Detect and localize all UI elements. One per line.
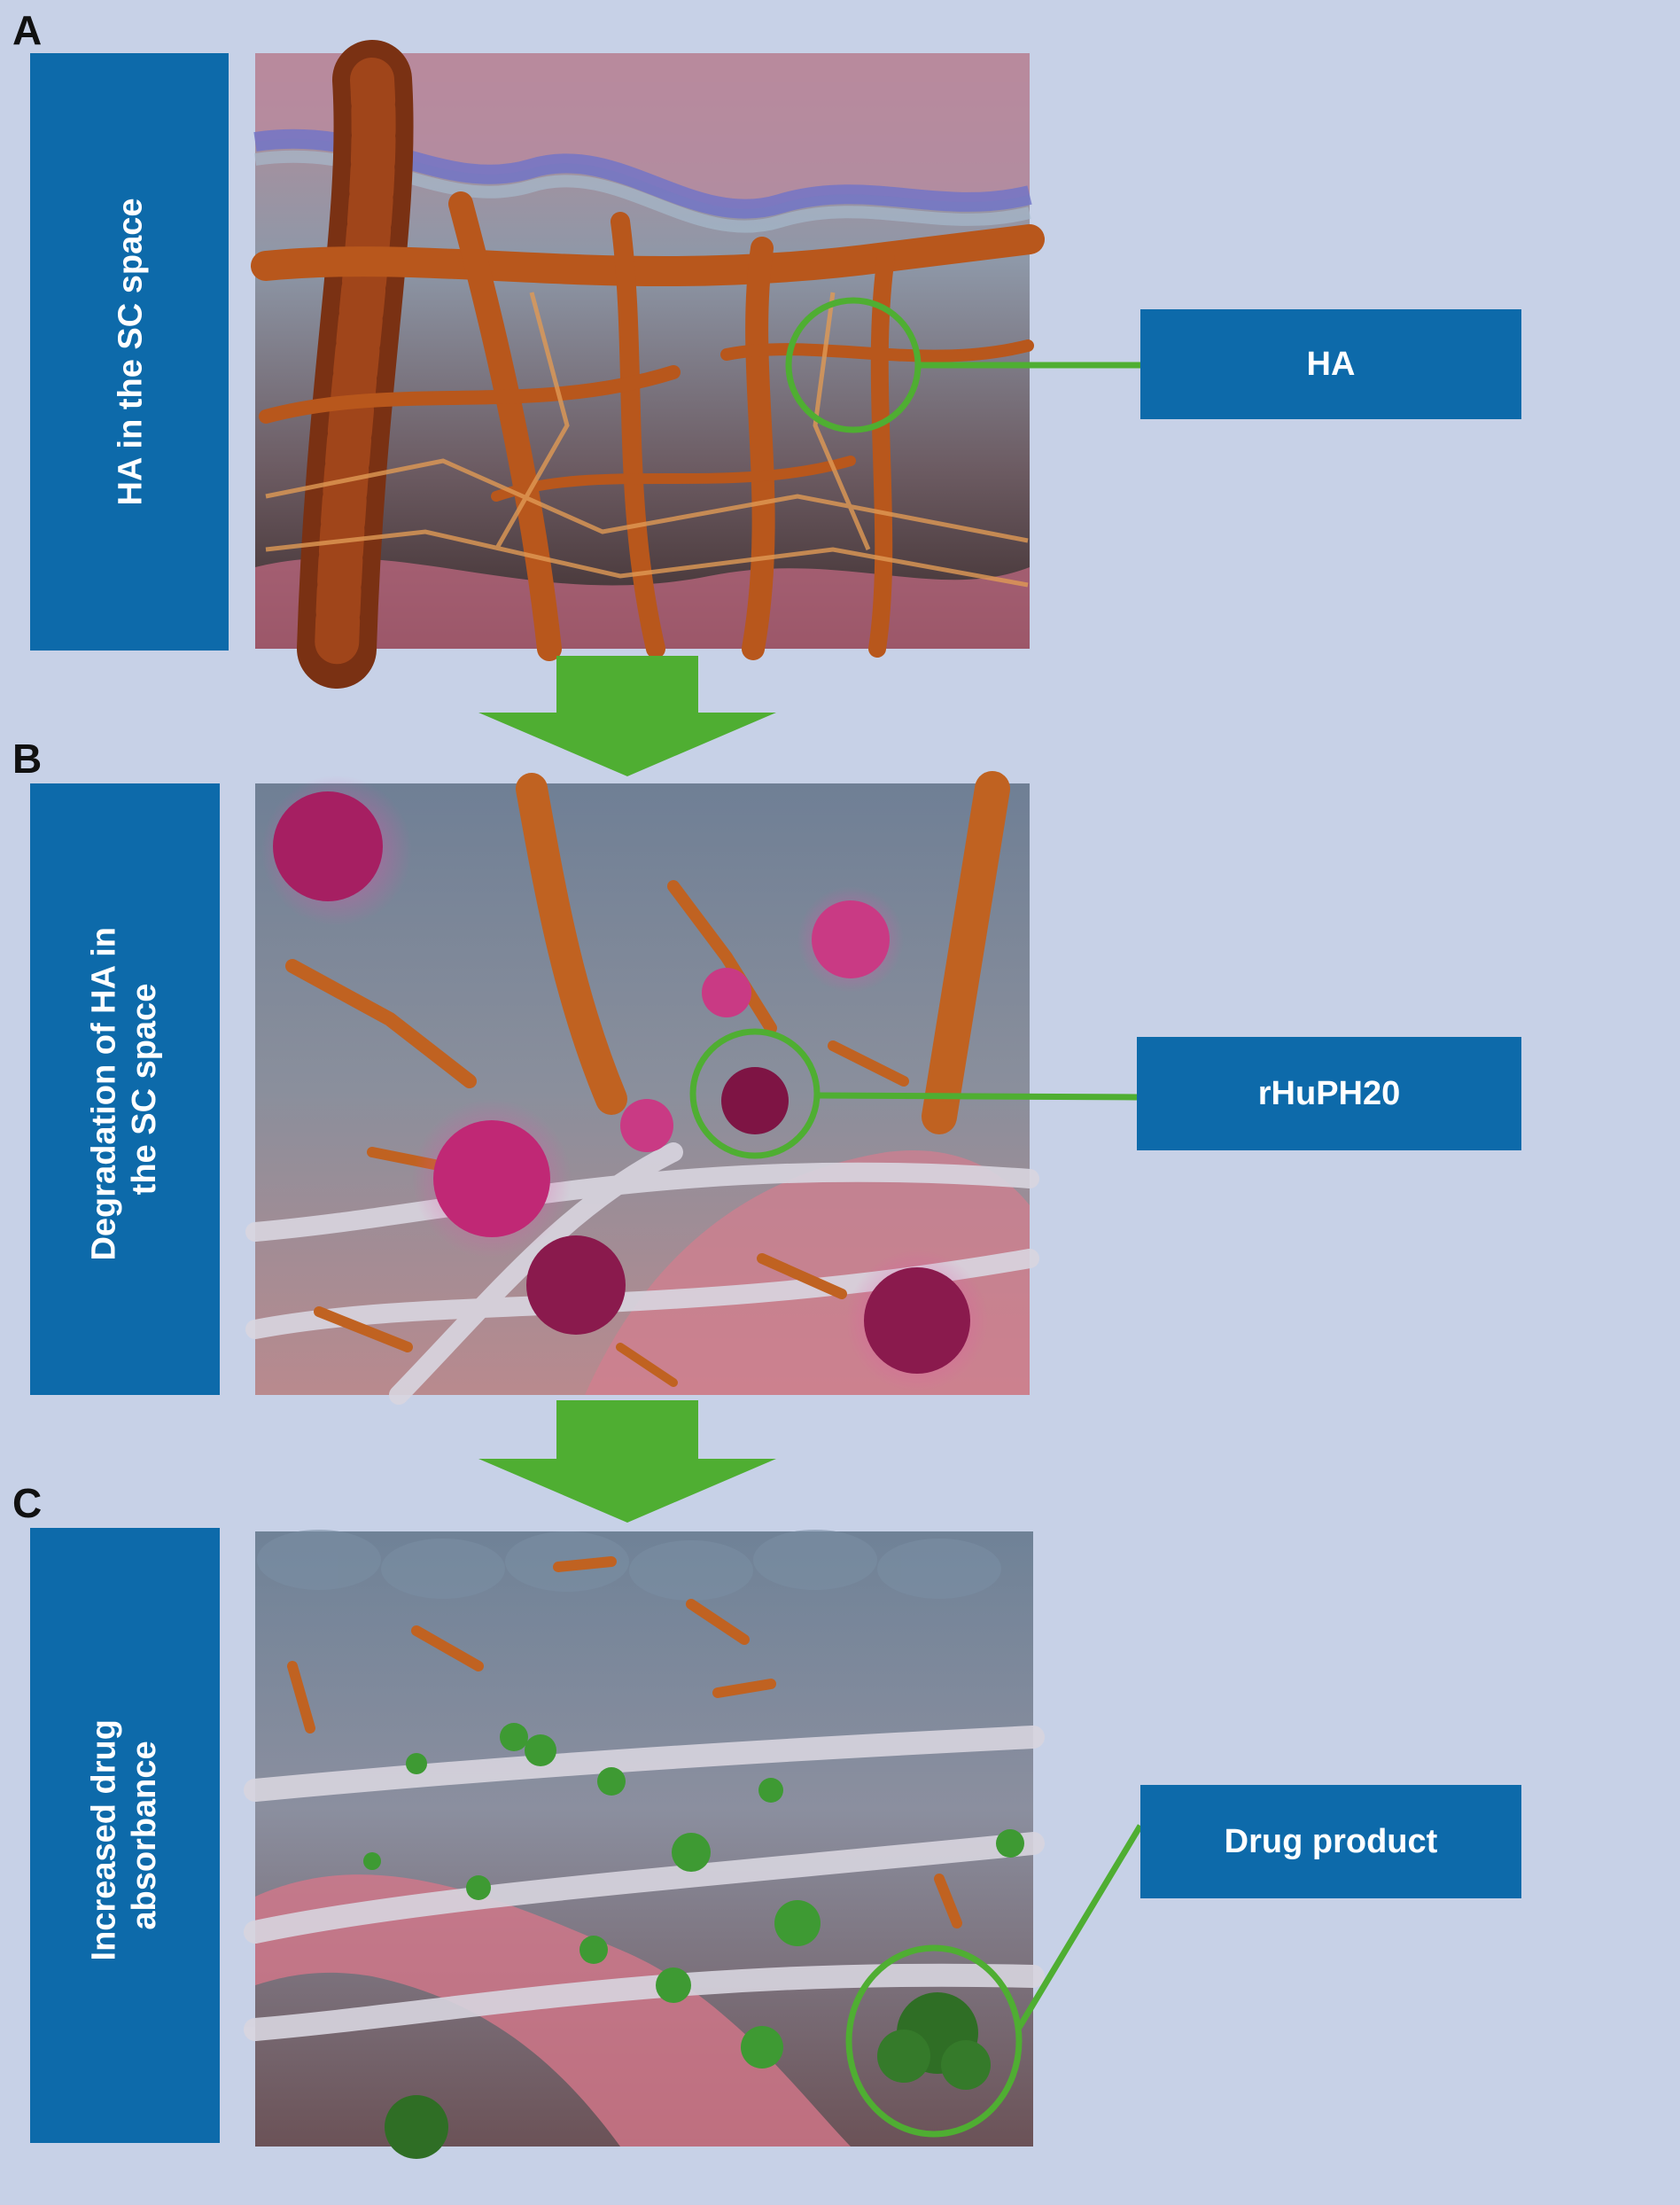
callout-line-c: [1015, 1824, 1144, 2030]
callout-box-b: [1137, 1037, 1521, 1150]
callout-box-a: [1140, 309, 1521, 419]
side-label-a: HA in the SC space: [112, 198, 149, 505]
down-arrow-b-to-c: [478, 1400, 776, 1523]
callout-label-rhuph20: rHuPH20: [1258, 1075, 1401, 1112]
side-label-c: Increased drug absorbance: [86, 1710, 164, 1961]
callout-line-b: [816, 1092, 1138, 1101]
panel-letter-b: B: [12, 736, 42, 782]
callout-circle-c: [845, 1944, 1023, 2138]
callout-circle-b: [689, 1028, 821, 1159]
side-label-box-a: [30, 53, 229, 651]
panel-letter-c: C: [12, 1480, 42, 1526]
callout-label-drug-product: Drug product: [1225, 1823, 1438, 1860]
image-increased-drug-absorbance: [244, 1530, 1045, 2159]
side-label-b: Degradation of HA in the SC space: [86, 917, 164, 1260]
panel-letter-a: A: [12, 7, 42, 53]
callout-box-c: [1140, 1785, 1521, 1898]
image-degradation-of-ha: [245, 771, 1039, 1405]
side-label-box-c: [30, 1528, 220, 2143]
down-arrow-a-to-b: [478, 656, 776, 776]
image-ha-in-sc-space: [251, 40, 1045, 689]
side-label-box-b: [30, 783, 220, 1395]
callout-label-ha: HA: [1307, 346, 1356, 383]
